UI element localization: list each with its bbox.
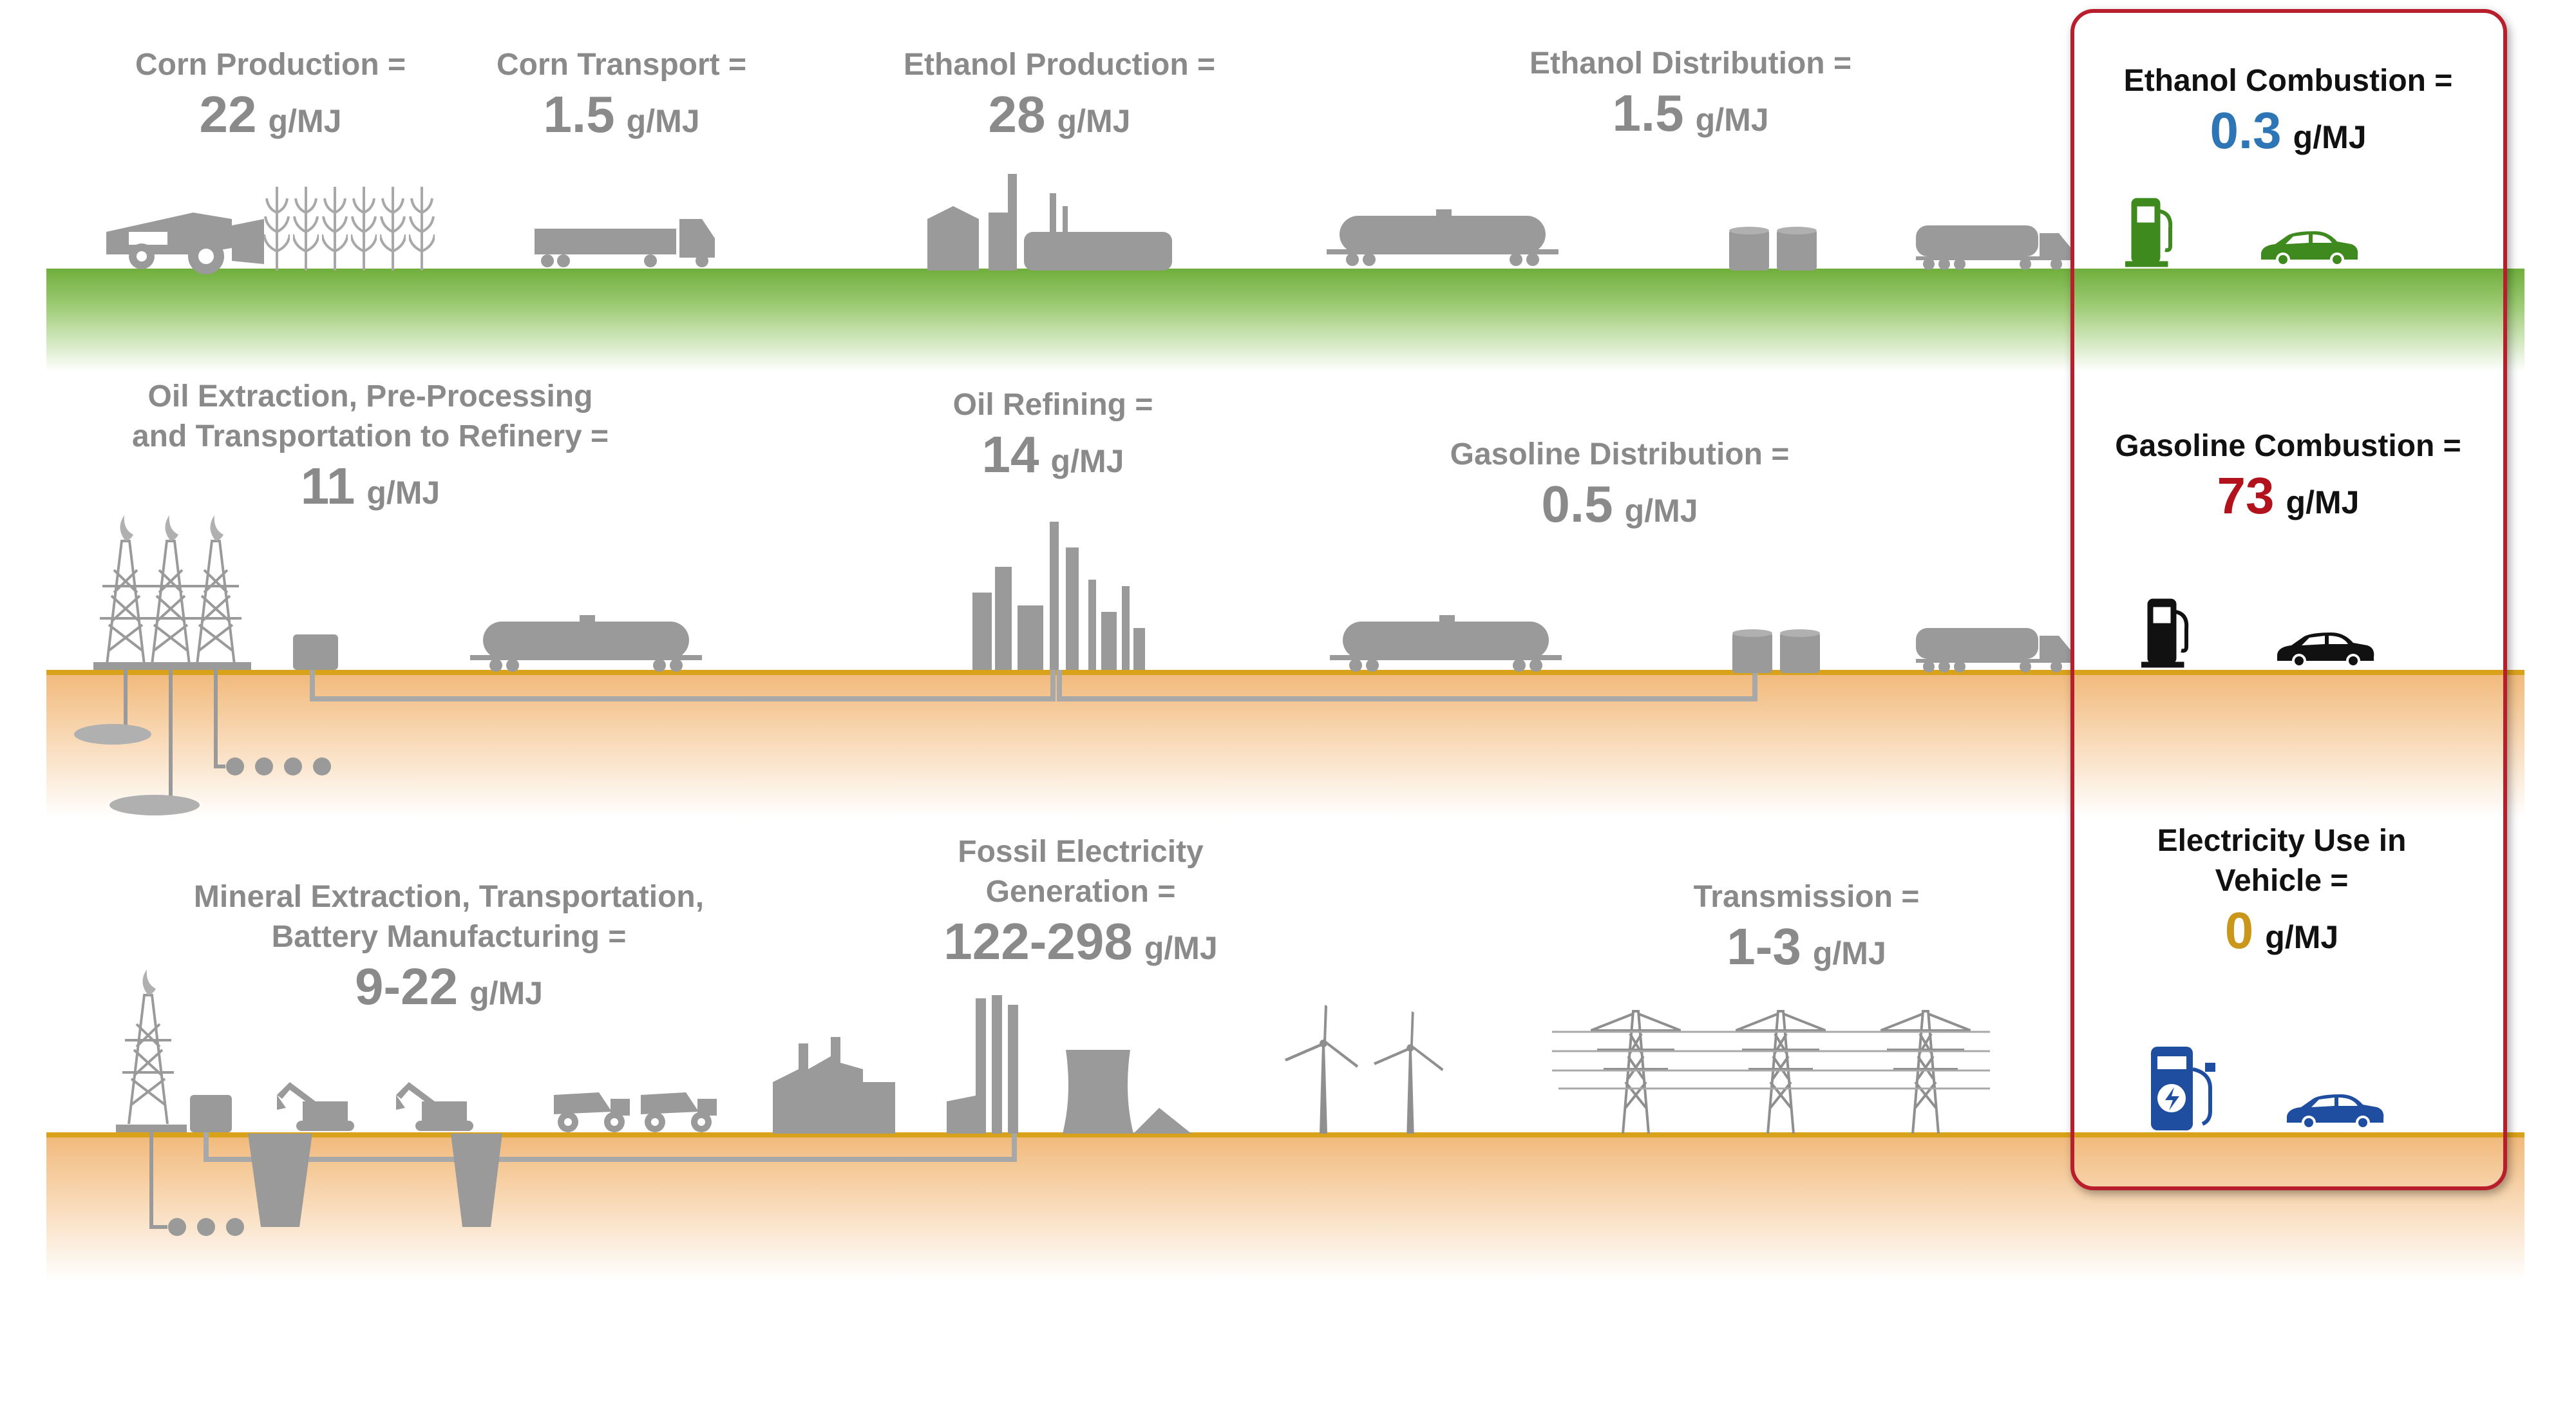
truck-trailer-icon (535, 219, 715, 267)
storage-tank-icon (293, 634, 338, 670)
ethanol-plant-icon (927, 174, 1172, 271)
haul-truck-icon (641, 1092, 717, 1132)
pipeline-line (310, 670, 1757, 701)
wind-turbine-icon (1285, 1005, 1358, 1134)
oil-rig-icon (74, 515, 331, 815)
mineral-extraction-label: Mineral Extraction, Transportation, Batt… (193, 880, 705, 1015)
rail-tank-car-icon (1330, 615, 1562, 672)
ev-charger-icon (2151, 1047, 2215, 1130)
wind-turbine-icon (1374, 1011, 1444, 1134)
green-ground-band (46, 269, 2524, 372)
storage-tank-icon (190, 1095, 232, 1132)
storage-tanks-icon (1732, 629, 1820, 673)
corn-stalks-icon (264, 187, 435, 271)
gold-ground-line-middle (46, 670, 2524, 675)
combustion-highlight-box (2070, 9, 2507, 1190)
factory-icon (773, 1037, 895, 1134)
tanker-truck-icon (1916, 225, 2070, 270)
transmission-tower-icon (1552, 1010, 1990, 1134)
power-plant-icon (947, 995, 1191, 1134)
storage-tanks-icon (1729, 227, 1817, 271)
oil-extraction-label: Oil Extraction, Pre-Processing and Trans… (131, 379, 609, 515)
excavator-icon (277, 1082, 354, 1131)
rail-tank-car-icon (1327, 209, 1558, 266)
combine-harvester-icon (106, 213, 264, 274)
rail-tank-car-icon (470, 615, 702, 672)
mine-pit-icon (451, 1134, 502, 1227)
mine-pit-icon (248, 1134, 312, 1227)
supply-line (204, 1132, 1017, 1162)
tanker-truck-icon (1916, 628, 2070, 672)
oil-rig-icon (116, 969, 244, 1236)
haul-truck-icon (554, 1092, 630, 1132)
excavator-icon (396, 1082, 473, 1131)
refinery-icon (972, 522, 1145, 670)
orange-ground-band-middle (46, 670, 2524, 818)
gold-ground-line-bottom (46, 1132, 2524, 1137)
